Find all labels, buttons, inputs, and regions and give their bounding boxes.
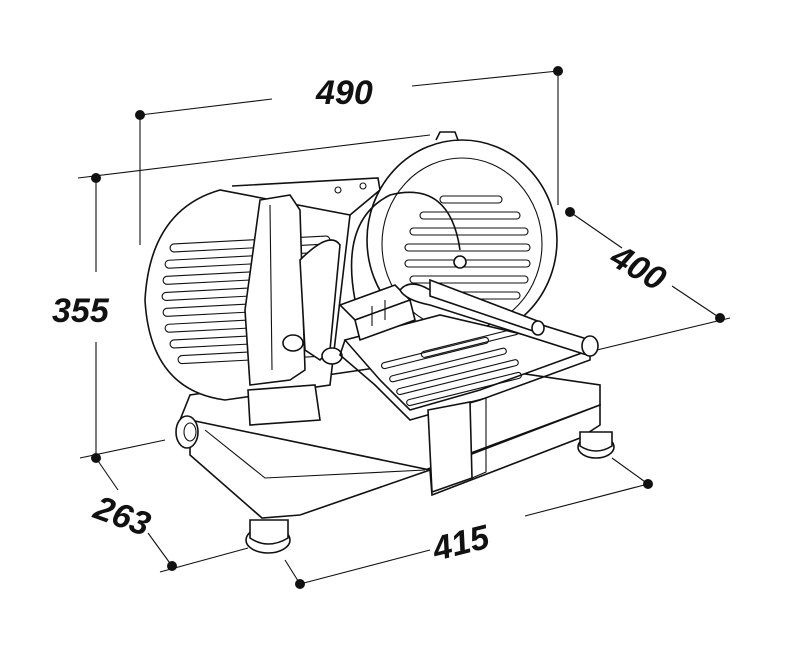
dim-400-top-dot bbox=[565, 207, 575, 217]
dim-label-355: 355 bbox=[52, 292, 110, 330]
dim-415-right-dot bbox=[643, 479, 653, 489]
dim-label-490: 490 bbox=[315, 74, 373, 112]
dimension-lines bbox=[77, 66, 731, 589]
carriage-column bbox=[427, 401, 473, 494]
carriage-tray-ribs bbox=[380, 328, 522, 407]
dim-label-415: 415 bbox=[428, 518, 494, 569]
dim-490-left-dot bbox=[135, 110, 145, 120]
power-switch-knob bbox=[175, 415, 199, 449]
dim-355-top-dot bbox=[91, 173, 101, 183]
dim-263-bottom-dot bbox=[167, 561, 177, 571]
base-front bbox=[189, 403, 601, 519]
dim-490-right-dot bbox=[553, 66, 563, 76]
blade-guard-vents bbox=[404, 195, 531, 300]
handle-knob bbox=[581, 335, 599, 357]
dim-label-263: 263 bbox=[88, 488, 155, 543]
dim-label-400: 400 bbox=[603, 237, 672, 299]
dim-400-bottom-dot bbox=[715, 313, 725, 323]
dim-415-left-dot bbox=[295, 579, 305, 589]
plate-base bbox=[247, 384, 321, 426]
blade-center-knob bbox=[453, 255, 467, 269]
slicer-machine bbox=[144, 131, 615, 554]
